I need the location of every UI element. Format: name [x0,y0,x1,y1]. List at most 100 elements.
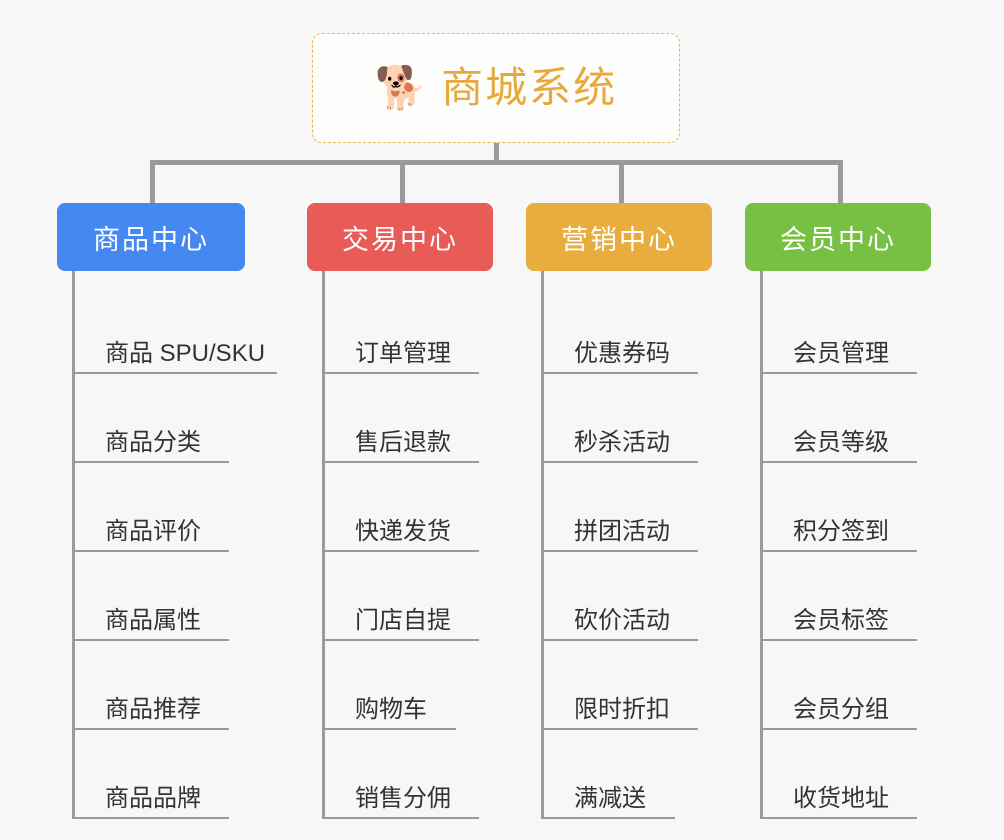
connector-drop-4 [838,160,843,205]
connector-drop-1 [150,160,155,205]
leaf-label: 商品 SPU/SKU [105,340,266,367]
category-header-4[interactable]: 会员中心 [745,203,931,271]
leaf-underline [760,461,917,463]
leaf-underline [541,550,698,552]
branch-column-1: 商品中心 商品 SPU/SKU 商品分类 商品评价 商品属性 商品推荐 [57,203,277,819]
leaf-underline [72,639,229,641]
leaf-label: 收货地址 [793,785,889,812]
leaf-underline [322,372,479,374]
category-header-2[interactable]: 交易中心 [307,203,493,271]
leaf-label: 门店自提 [355,607,451,634]
root-node[interactable]: 🐕 商城系统 [312,33,680,143]
list-item[interactable]: 商品品牌 [72,730,245,819]
list-item[interactable]: 砍价活动 [541,552,712,641]
list-item[interactable]: 拼团活动 [541,463,712,552]
leaf-label: 商品分类 [105,429,201,456]
leaf-underline [541,372,698,374]
leaf-label: 商品品牌 [105,785,201,812]
category-label-2: 交易中心 [342,224,458,255]
list-item[interactable]: 积分签到 [760,463,931,552]
connector-root-stem [494,143,499,163]
list-item[interactable]: 优惠券码 [541,285,712,374]
leaf-underline [322,550,479,552]
leaf-label: 售后退款 [355,429,451,456]
list-item[interactable]: 商品推荐 [72,641,245,730]
leaf-underline [760,372,917,374]
leaf-list-3: 优惠券码 秒杀活动 拼团活动 砍价活动 限时折扣 满减送 [541,271,712,819]
leaf-label: 优惠券码 [574,340,670,367]
shiba-dog-face-icon: 🐕 [374,64,428,111]
branch-column-3: 营销中心 优惠券码 秒杀活动 拼团活动 砍价活动 限时折扣 [526,203,712,819]
category-header-3[interactable]: 营销中心 [526,203,712,271]
category-header-1[interactable]: 商品中心 [57,203,245,271]
leaf-underline [322,639,479,641]
leaf-label: 商品属性 [105,607,201,634]
list-item[interactable]: 购物车 [322,641,493,730]
list-item[interactable]: 商品评价 [72,463,245,552]
root-title: 商城系统 [441,64,618,111]
list-item[interactable]: 售后退款 [322,374,493,463]
leaf-underline [760,817,917,819]
leaf-label: 销售分佣 [355,785,451,812]
leaf-underline [72,550,229,552]
leaf-underline [72,461,229,463]
branch-column-2: 交易中心 订单管理 售后退款 快递发货 门店自提 购物车 [307,203,493,819]
leaf-label: 会员管理 [793,340,889,367]
leaf-label: 砍价活动 [574,607,670,634]
list-item[interactable]: 快递发货 [322,463,493,552]
leaf-label: 商品推荐 [105,696,201,723]
list-item[interactable]: 限时折扣 [541,641,712,730]
leaf-label: 订单管理 [355,340,451,367]
leaf-label: 快递发货 [355,518,451,545]
leaf-underline [72,372,277,374]
list-item[interactable]: 会员标签 [760,552,931,641]
leaf-label: 会员标签 [793,607,889,634]
list-item[interactable]: 商品分类 [72,374,245,463]
category-label-3: 营销中心 [561,224,677,255]
list-item[interactable]: 会员分组 [760,641,931,730]
list-item[interactable]: 门店自提 [322,552,493,641]
branch-rail-4 [760,271,763,819]
leaf-label: 会员分组 [793,696,889,723]
leaf-underline [760,639,917,641]
leaf-underline [322,817,479,819]
leaf-underline [760,550,917,552]
branch-rail-3 [541,271,544,819]
list-item[interactable]: 订单管理 [322,285,493,374]
list-item[interactable]: 秒杀活动 [541,374,712,463]
leaf-label: 限时折扣 [574,696,670,723]
branch-column-4: 会员中心 会员管理 会员等级 积分签到 会员标签 会员分组 [745,203,931,819]
branch-rail-2 [322,271,325,819]
list-item[interactable]: 收货地址 [760,730,931,819]
list-item[interactable]: 会员等级 [760,374,931,463]
connector-horizontal-bar [150,160,842,165]
leaf-underline [541,728,698,730]
leaf-label: 商品评价 [105,518,201,545]
leaf-list-4: 会员管理 会员等级 积分签到 会员标签 会员分组 收货地址 [760,271,931,819]
leaf-underline [72,817,229,819]
category-label-1: 商品中心 [93,224,209,255]
leaf-label: 购物车 [355,696,427,723]
leaf-underline [322,461,479,463]
leaf-underline [541,639,698,641]
leaf-underline [72,728,229,730]
category-label-4: 会员中心 [780,224,896,255]
leaf-label: 秒杀活动 [574,429,670,456]
list-item[interactable]: 商品属性 [72,552,245,641]
leaf-label: 会员等级 [793,429,889,456]
leaf-list-1: 商品 SPU/SKU 商品分类 商品评价 商品属性 商品推荐 商品品牌 [72,271,277,819]
connector-drop-3 [619,160,624,205]
leaf-list-2: 订单管理 售后退款 快递发货 门店自提 购物车 销售分佣 [322,271,493,819]
list-item[interactable]: 满减送 [541,730,712,819]
list-item[interactable]: 会员管理 [760,285,931,374]
leaf-label: 满减送 [574,785,646,812]
leaf-label: 积分签到 [793,518,889,545]
leaf-underline [541,817,675,819]
list-item[interactable]: 销售分佣 [322,730,493,819]
list-item[interactable]: 商品 SPU/SKU [72,285,277,374]
leaf-underline [541,461,698,463]
branch-rail-1 [72,271,75,819]
leaf-underline [322,728,456,730]
connector-drop-2 [400,160,405,205]
